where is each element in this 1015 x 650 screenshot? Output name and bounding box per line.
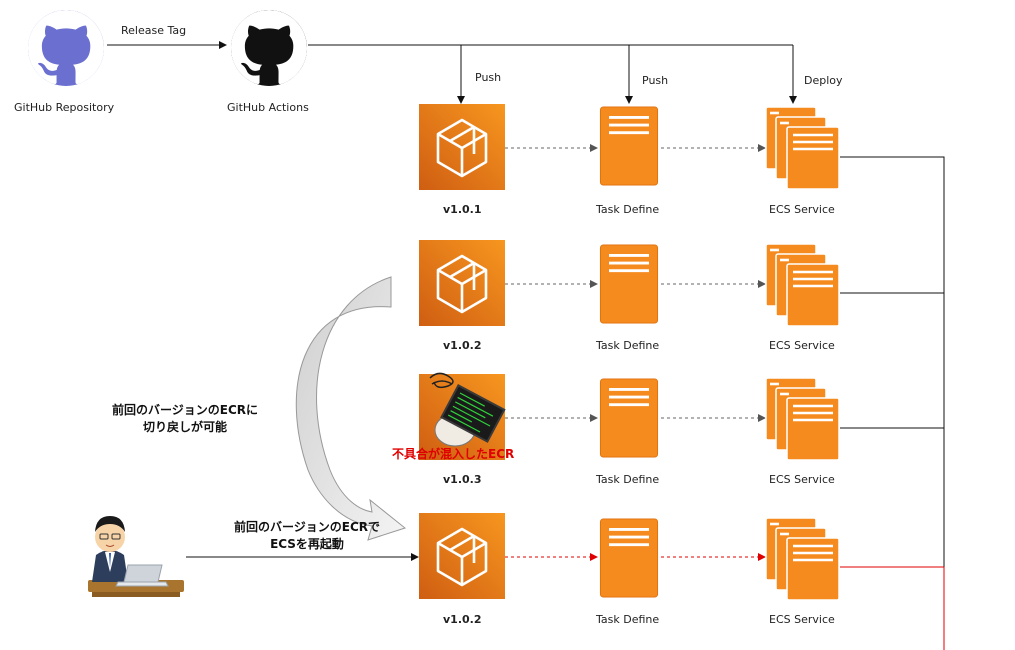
task-definition-icon [598,518,660,598]
ecs-service-label: ECS Service [769,473,835,486]
version-label: v1.0.1 [443,203,482,216]
version-label: v1.0.2 [443,613,482,626]
service-output-lines [840,156,945,650]
ecr-icon-v102-restart [419,513,505,599]
bug-note-label: 不具合が混入したECR [392,447,515,461]
restart-note: 前回のバージョンのECRで ECSを再起動 [212,519,402,553]
task-define-label: Task Define [596,339,660,352]
ecs-service-label: ECS Service [769,613,835,626]
ecs-service-label: ECS Service [769,203,835,216]
rollback-note-line1: 前回のバージョンのECRに [111,403,258,417]
task-define-label: Task Define [596,203,660,216]
person-at-laptop-icon [88,516,184,597]
rollback-note: 前回のバージョンのECRに 切り戻しが可能 [90,402,280,436]
ecs-service-icon [765,517,841,601]
github-actions-label: GitHub Actions [227,101,309,114]
push-ecr-label: Push [475,71,502,84]
rollback-note-line2: 切り戻しが可能 [142,420,227,434]
push-task-label: Push [642,74,669,87]
version-label: v1.0.3 [443,473,482,486]
restart-note-line1: 前回のバージョンのECRで [233,520,380,534]
task-define-label: Task Define [596,473,660,486]
version-label: v1.0.2 [443,339,482,352]
broken-ecr-icon [419,372,506,460]
github-repo-icon [28,10,104,86]
task-define-label: Task Define [596,613,660,626]
row-connectors [505,144,766,561]
task-definition-icon [598,244,660,324]
ecs-service-icon [765,106,841,190]
restart-note-line2: ECSを再起動 [270,537,344,551]
ecs-service-icon [765,243,841,327]
github-actions-icon [231,10,307,86]
ecr-icon-v101 [419,104,505,190]
ecr-icon-v102 [419,240,505,326]
ecs-service-label: ECS Service [769,339,835,352]
ecs-service-icon [765,377,841,461]
deploy-label: Deploy [804,74,843,87]
release-tag-label: Release Tag [121,24,187,37]
task-definition-icon [598,378,660,458]
rollback-curved-arrow [295,276,407,541]
github-repo-label: GitHub Repository [14,101,115,114]
task-definition-icon [598,106,660,186]
